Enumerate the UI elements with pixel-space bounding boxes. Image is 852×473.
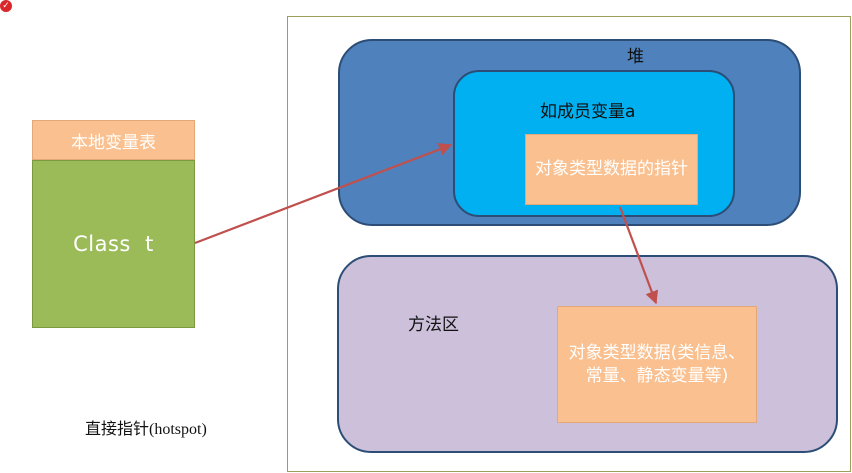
pointer-box-label: 对象类型数据的指针 [535, 159, 688, 180]
local-variable-table-header: 本地变量表 [32, 120, 195, 160]
type-data-box: 对象类型数据(类信息、常量、静态变量等) [557, 306, 757, 423]
class-t-label: Class t [73, 232, 154, 256]
method-area-label: 方法区 [408, 315, 459, 335]
type-data-box-label: 对象类型数据(类信息、常量、静态变量等) [568, 342, 746, 386]
pointer-box: 对象类型数据的指针 [525, 134, 698, 205]
member-variable-label: 如成员变量a [540, 102, 636, 122]
local-variable-table-body: Class t [32, 160, 195, 328]
local-variable-table-title: 本地变量表 [71, 132, 156, 153]
diagram-caption: 直接指针(hotspot) [85, 421, 207, 438]
checkmark-badge-icon: ✓ [0, 0, 12, 12]
heap-label: 堆 [627, 47, 644, 67]
